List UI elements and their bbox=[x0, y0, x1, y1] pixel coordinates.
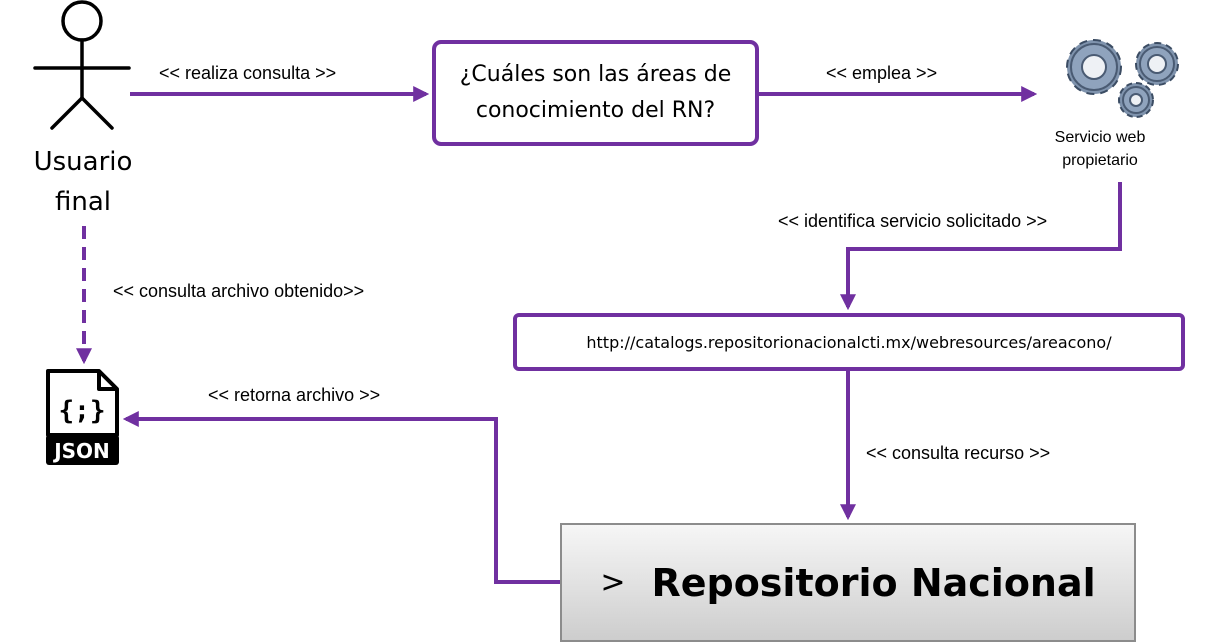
actor-icon bbox=[33, 0, 131, 130]
label-retorna-archivo: << retorna archivo >> bbox=[208, 385, 381, 405]
label-realiza-consulta: << realiza consulta >> bbox=[159, 63, 337, 83]
label-consulta-recurso: << consulta recurso >> bbox=[866, 443, 1051, 463]
label-consulta-archivo: << consulta archivo obtenido>> bbox=[113, 281, 365, 301]
repository-title: Repositorio Nacional bbox=[651, 560, 1096, 605]
service-label: Servicio web propietario bbox=[1035, 126, 1165, 172]
actor-label: Usuario final bbox=[18, 142, 148, 222]
json-file-icon bbox=[46, 369, 119, 465]
label-identifica-servicio: << identifica servicio solicitado >> bbox=[778, 211, 1048, 231]
arrow-identifica-servicio bbox=[840, 182, 1122, 311]
question-line1: ¿Cuáles son las áreas de bbox=[459, 62, 732, 87]
actor-label-line1: Usuario bbox=[33, 147, 133, 177]
json-glyph: {;} bbox=[59, 396, 106, 426]
gears-icon bbox=[1066, 39, 1179, 118]
repository-box: > Repositorio Nacional bbox=[560, 523, 1136, 642]
json-label: JSON bbox=[52, 439, 110, 463]
actor-label-line2: final bbox=[54, 187, 111, 217]
label-emplea: << emplea >> bbox=[826, 63, 938, 83]
arrow-retorna-archivo bbox=[122, 411, 560, 584]
repository-prompt: > bbox=[600, 565, 626, 600]
service-url: http://catalogs.repositorionacionalcti.m… bbox=[586, 332, 1112, 352]
service-label-line2: propietario bbox=[1062, 152, 1138, 169]
question-box: ¿Cuáles son las áreas de conocimiento de… bbox=[432, 40, 759, 146]
url-box: http://catalogs.repositorionacionalcti.m… bbox=[513, 313, 1185, 371]
service-label-line1: Servicio web bbox=[1054, 129, 1146, 146]
question-line2: conocimiento del RN? bbox=[475, 98, 716, 123]
